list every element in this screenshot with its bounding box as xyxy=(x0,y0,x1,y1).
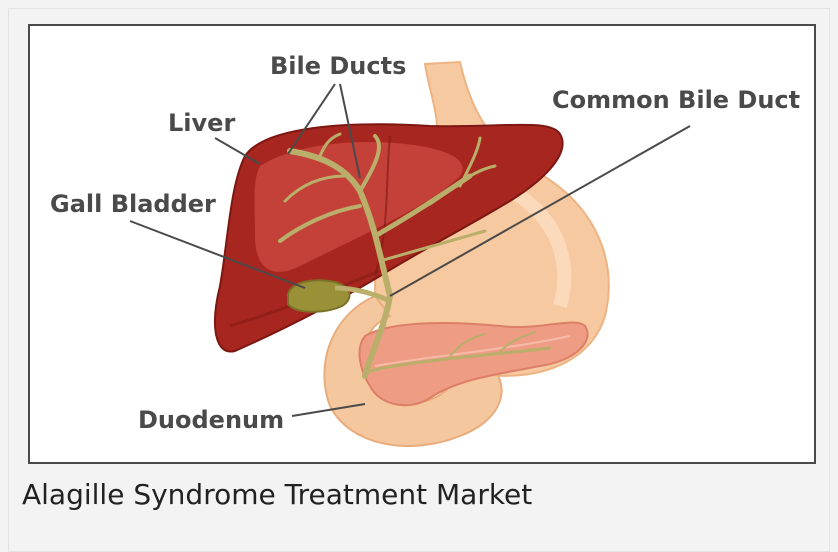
anatomy-diagram: Bile Ducts Common Bile Duct Liver Gall B… xyxy=(28,24,816,464)
label-bile-ducts: Bile Ducts xyxy=(270,52,406,80)
label-liver: Liver xyxy=(168,109,235,137)
label-duodenum: Duodenum xyxy=(138,406,284,434)
figure-caption: Alagille Syndrome Treatment Market xyxy=(22,478,532,511)
liver-anatomy-illustration: Bile Ducts Common Bile Duct Liver Gall B… xyxy=(30,26,816,464)
label-common-bile-duct: Common Bile Duct xyxy=(552,86,800,114)
label-gall-bladder: Gall Bladder xyxy=(50,190,216,218)
